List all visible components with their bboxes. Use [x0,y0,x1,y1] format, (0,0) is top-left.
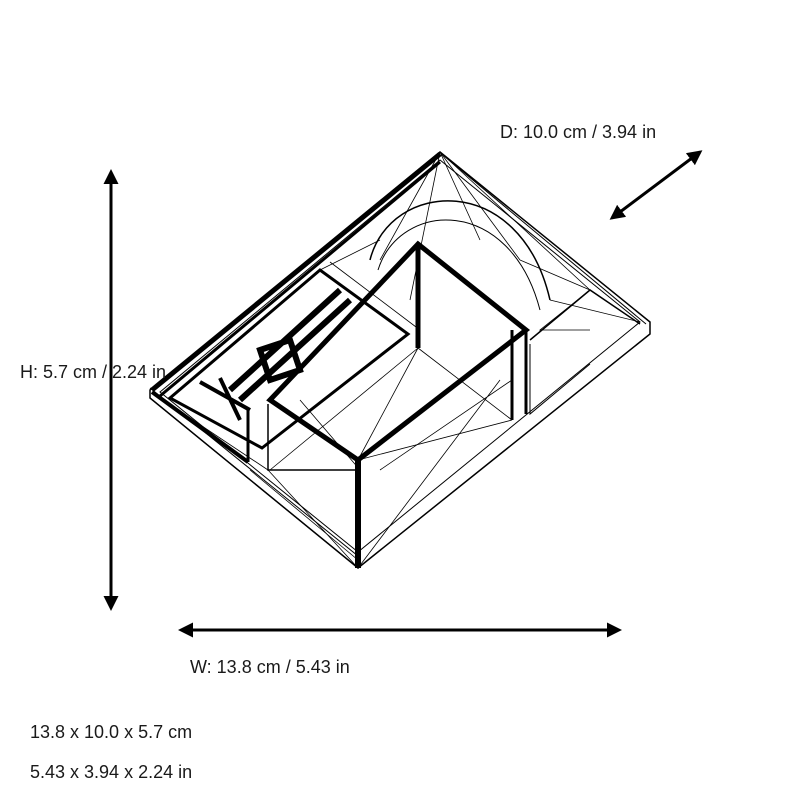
wireframe-model [149,151,651,570]
summary-metric: 13.8 x 10.0 x 5.7 cm [30,722,193,742]
summary-imperial: 5.43 x 3.94 x 2.24 in [30,762,193,782]
width-label: W: 13.8 cm / 5.43 in [190,657,350,677]
depth-arrow [609,150,703,220]
depth-label: D: 10.0 cm / 3.94 in [500,122,657,142]
height-label: H: 5.7 cm / 2.24 in [20,362,167,382]
